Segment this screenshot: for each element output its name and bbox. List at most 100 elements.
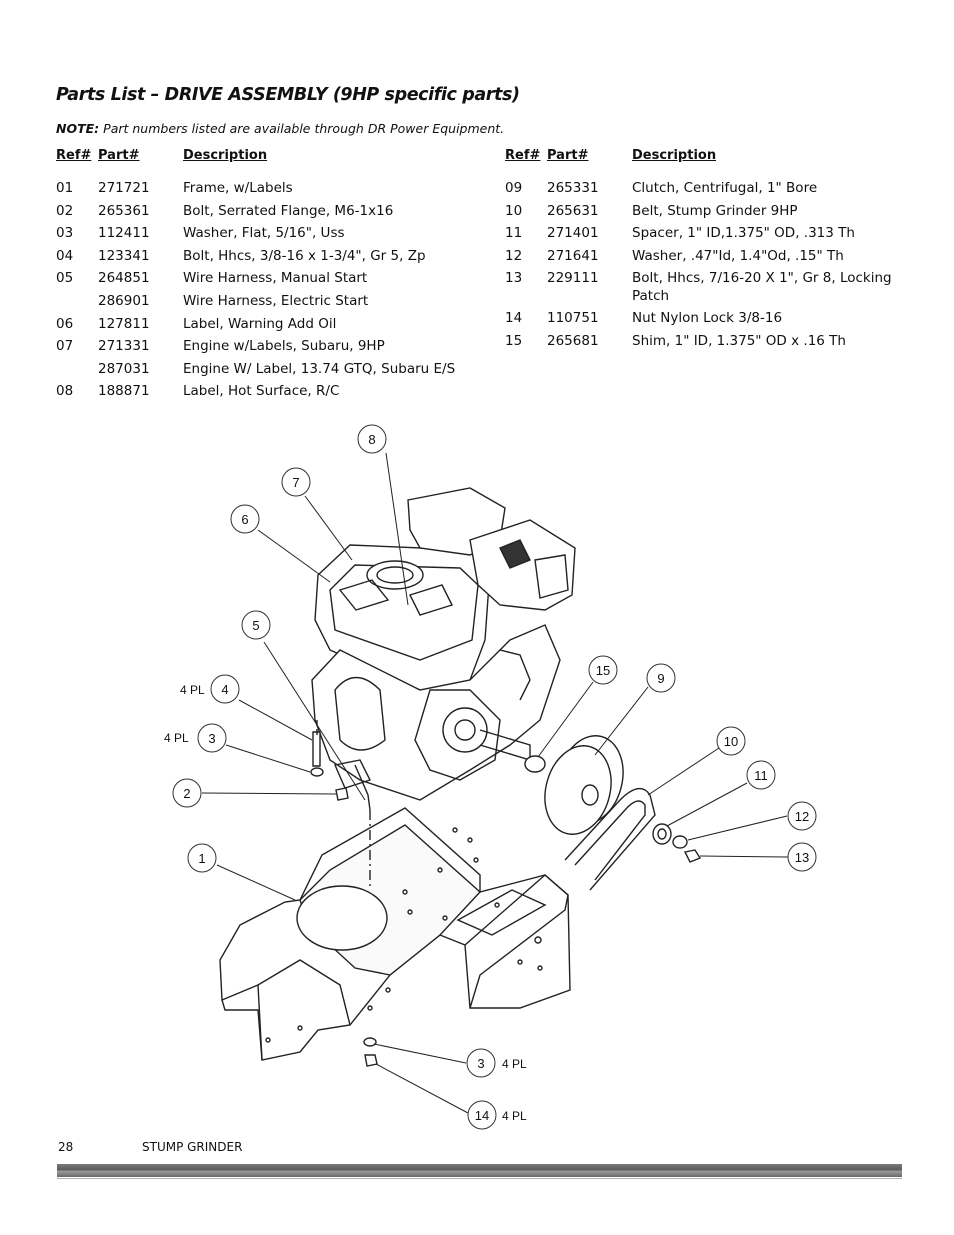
- cell-ref: 14: [505, 310, 523, 327]
- qty-label: 4 PL: [502, 1057, 527, 1071]
- note-text: Part numbers listed are available throug…: [103, 121, 505, 136]
- svg-text:1: 1: [198, 851, 205, 866]
- header-part: Part#: [98, 148, 140, 163]
- header-description: Description: [183, 148, 268, 163]
- cell-part: 271641: [547, 247, 599, 264]
- svg-text:13: 13: [795, 850, 809, 865]
- cell-ref: 10: [505, 202, 523, 219]
- callout-5: 5: [241, 610, 271, 640]
- cell-part: 188871: [98, 383, 150, 400]
- cell-desc: Wire Harness, Manual Start: [183, 270, 368, 287]
- cell-ref: 11: [505, 225, 523, 242]
- bolt-13-part: [683, 849, 702, 863]
- cell-desc: Label, Hot Surface, R/C: [183, 383, 340, 400]
- drive-assembly-diagram: 8 7 6 5 4 3 2 1 15 9 10 11 12 13 3 14 4 …: [164, 424, 817, 1130]
- cell-desc: Nut Nylon Lock 3/8-16: [632, 310, 783, 327]
- svg-text:12: 12: [795, 809, 809, 824]
- svg-text:7: 7: [292, 475, 299, 490]
- svg-text:15: 15: [596, 663, 610, 678]
- callout-8: 8: [357, 424, 387, 454]
- cell-desc: Clutch, Centrifugal, 1" Bore: [632, 180, 818, 196]
- clutch-part: [544, 735, 624, 835]
- cell-desc: Engine W/ Label, 13.74 GTQ, Subaru E/S: [183, 360, 456, 377]
- svg-text:5: 5: [252, 618, 259, 633]
- cell-desc: Washer, .47"Id, 1.4"Od, .15" Th: [632, 247, 844, 264]
- cell-part: 265331: [547, 180, 599, 196]
- cell-part: 264851: [98, 270, 150, 287]
- header-description: Description: [632, 148, 717, 163]
- svg-text:4: 4: [221, 682, 228, 697]
- cell-part: 287031: [98, 360, 150, 377]
- footer-title: STUMP GRINDER: [142, 1140, 243, 1154]
- cell-ref: 03: [56, 225, 74, 242]
- cell-desc: Bolt, Serrated Flange, M6-1x16: [183, 202, 394, 219]
- shim-part: [524, 755, 546, 773]
- qty-label: 4 PL: [164, 731, 189, 745]
- callout-4: 4: [210, 674, 240, 704]
- cell-part: 127811: [98, 315, 150, 332]
- cell-desc: Bolt, Hhcs, 3/8-16 x 1-3/4", Gr 5, Zp: [183, 247, 426, 264]
- callout-12: 12: [787, 801, 817, 831]
- cell-ref: 02: [56, 202, 74, 219]
- spacer-part: [652, 823, 672, 845]
- svg-text:2: 2: [183, 786, 190, 801]
- page-title: Parts List – DRIVE ASSEMBLY (9HP specifi…: [56, 85, 520, 105]
- cell-part: 286901: [98, 292, 150, 309]
- cell-part: 229111: [547, 270, 599, 287]
- cell-desc: Engine w/Labels, Subaru, 9HP: [183, 338, 385, 355]
- cell-ref: 06: [56, 315, 74, 332]
- callout-3: 3: [197, 723, 227, 753]
- belt-part: [564, 787, 656, 891]
- svg-text:3: 3: [477, 1056, 484, 1071]
- bolt-2-part: [335, 787, 349, 801]
- cell-ref: 01: [56, 180, 74, 196]
- cell-part: 112411: [98, 225, 150, 242]
- cell-ref: 12: [505, 247, 523, 264]
- callout-15: 15: [588, 655, 618, 685]
- note: NOTE:Part numbers listed are available t…: [56, 121, 504, 136]
- bolt-4-part: [312, 731, 321, 767]
- callout-9: 9: [646, 663, 676, 693]
- svg-text:6: 6: [241, 512, 248, 527]
- callout-10: 10: [716, 726, 746, 756]
- qty-label: 4 PL: [180, 683, 205, 697]
- cell-part: 265631: [547, 202, 599, 219]
- washer-3-part: [310, 767, 324, 777]
- callout-11: 11: [746, 760, 776, 790]
- cell-desc: Wire Harness, Electric Start: [183, 292, 369, 309]
- callout-3-bottom: 3: [466, 1048, 496, 1078]
- leader-lines: [201, 452, 789, 1114]
- svg-text:14: 14: [475, 1108, 489, 1123]
- cell-desc: Spacer, 1" ID,1.375" OD, .313 Th: [632, 225, 855, 242]
- cell-part: 271401: [547, 225, 599, 242]
- cell-part: 123341: [98, 247, 150, 264]
- callout-6: 6: [230, 504, 260, 534]
- svg-text:3: 3: [208, 731, 215, 746]
- svg-text:9: 9: [657, 671, 664, 686]
- engine-part: [311, 487, 576, 801]
- page-number: 28: [58, 1140, 74, 1154]
- qty-label: 4 PL: [502, 1109, 527, 1123]
- header-ref: Ref#: [56, 148, 92, 163]
- frame-part: [219, 807, 571, 1061]
- cell-ref: 13: [505, 270, 523, 287]
- callout-13: 13: [787, 842, 817, 872]
- cell-part: 265681: [547, 332, 599, 349]
- cell-part: 271331: [98, 338, 150, 355]
- cell-desc: Label, Warning Add Oil: [183, 315, 337, 332]
- callout-2: 2: [172, 778, 202, 808]
- cell-desc: Belt, Stump Grinder 9HP: [632, 202, 798, 219]
- cell-ref: 15: [505, 332, 523, 349]
- cell-ref: 08: [56, 383, 74, 400]
- wire-harness-part: [354, 764, 371, 811]
- washer-bottom-part: [363, 1037, 377, 1047]
- svg-text:11: 11: [754, 768, 768, 783]
- callout-1: 1: [187, 843, 217, 873]
- callout-14: 14: [467, 1100, 497, 1130]
- cell-part: 265361: [98, 202, 150, 219]
- cell-ref: 09: [505, 180, 523, 196]
- cell-desc: Shim, 1" ID, 1.375" OD x .16 Th: [632, 332, 846, 349]
- cell-ref: 07: [56, 338, 74, 355]
- cell-ref: 05: [56, 270, 74, 287]
- header-ref: Ref#: [505, 148, 541, 163]
